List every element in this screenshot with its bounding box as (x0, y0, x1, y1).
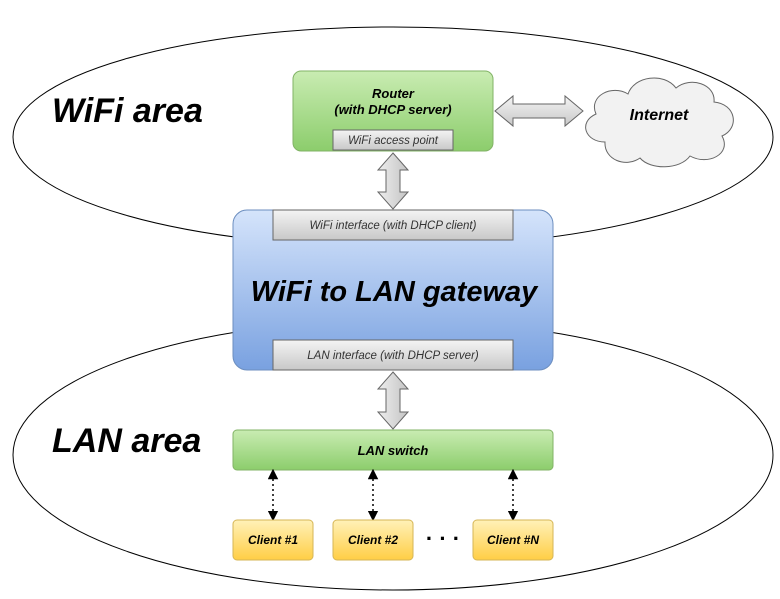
internet-cloud (585, 77, 734, 168)
client-2-label: Client #2 (348, 533, 398, 547)
client-1-box[interactable] (232, 519, 314, 561)
wifi-area-label: WiFi area (52, 92, 203, 130)
router-internet-arrow (494, 94, 584, 128)
lan-switch-box[interactable] (232, 429, 554, 471)
clients-ellipsis: · · · (426, 526, 460, 551)
wifi-interface-box[interactable] (272, 209, 514, 241)
router-gateway-arrow (376, 152, 410, 210)
lan-area-label: LAN area (52, 422, 201, 460)
wifi-access-point-label: WiFi access point (348, 135, 439, 147)
lan-switch-label: LAN switch (358, 443, 429, 458)
gateway-title: WiFi to LAN gateway (251, 276, 539, 308)
router-title: Router (372, 86, 415, 101)
wifi-access-point-box[interactable] (332, 129, 454, 151)
router-subtitle: (with DHCP server) (334, 102, 451, 117)
lan-interface-box[interactable] (272, 339, 514, 371)
gateway-switch-arrow (376, 371, 410, 430)
client-n-label: Client #N (487, 533, 539, 547)
client-n-box[interactable] (472, 519, 554, 561)
client-1-label: Client #1 (248, 533, 298, 547)
lan-interface-label: LAN interface (with DHCP server) (307, 350, 479, 362)
wifi-interface-label: WiFi interface (with DHCP client) (310, 220, 477, 232)
client-2-box[interactable] (332, 519, 414, 561)
internet-label: Internet (630, 107, 689, 124)
